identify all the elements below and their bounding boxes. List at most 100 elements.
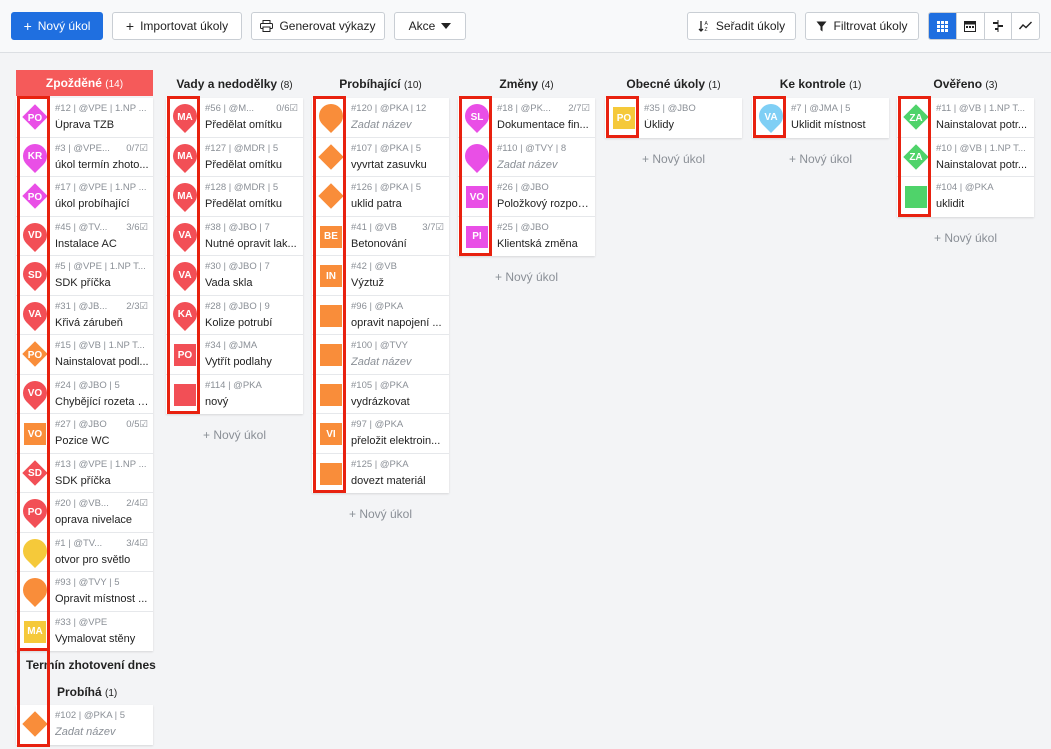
add-task-link[interactable]: + Nový úkol	[788, 151, 853, 166]
task-meta: #126 | @PKA | 5	[351, 182, 422, 193]
task-name: uklid patra	[351, 198, 402, 210]
marker-abbr: VA	[764, 111, 778, 123]
calendar-view-button[interactable]	[957, 13, 985, 39]
task-meta: #107 | @PKA | 5	[351, 142, 422, 154]
task-name: Předělat omítku	[205, 198, 283, 210]
chart-view-button[interactable]	[1012, 13, 1039, 39]
task-meta: #35 | @JBO	[644, 103, 696, 114]
task-meta: #15 | @VB | 1.NP T...	[55, 340, 145, 351]
task-card[interactable]: KR#3 | @VPE...0/7☑úkol termín zhoto...	[16, 138, 153, 177]
task-card[interactable]: VA#31 | @JB...2/3☑Křivá zárubeň	[16, 296, 153, 335]
board-view-button[interactable]	[929, 13, 957, 39]
task-card[interactable]: PO#15 | @VB | 1.NP T...Nainstalovat podl…	[16, 335, 153, 375]
task-meta: #12 | @VPE | 1.NP ...	[55, 103, 147, 114]
gantt-icon	[992, 20, 1003, 32]
add-task-link[interactable]: + Nový úkol	[494, 270, 559, 284]
square-shape	[24, 620, 46, 643]
task-meta: #13 | @VPE | 1.NP ...	[55, 458, 147, 470]
marker-abbr: PO	[27, 112, 43, 124]
task-card[interactable]: SL#18 | @PK...2/7☑Dokumentace fin...	[458, 98, 595, 138]
task-card[interactable]: #126 | @PKA | 5 uklid patra	[312, 177, 449, 217]
task-card[interactable]: ZA#11 | @VB | 1.NP T...Nainstalovat potr…	[897, 98, 1034, 138]
caret-down-icon	[441, 23, 452, 29]
square-shape	[320, 423, 342, 445]
checklist-count: 3/7☑	[419, 221, 444, 233]
task-card[interactable]: SD#13 | @VPE | 1.NP ...SDK příčka	[16, 454, 153, 493]
import-tasks-button[interactable]: + Importovat úkoly	[112, 12, 242, 40]
task-card[interactable]: ZA#10 | @VB | 1.NP T...Nainstalovat potr…	[897, 138, 1034, 177]
column-header: Probíhající (10)	[312, 77, 449, 91]
task-name: Nainstalovat potr...	[936, 119, 1028, 131]
pin-marker-icon: KR	[18, 138, 52, 173]
square-shape	[24, 423, 46, 445]
pin-marker-icon: KA	[168, 296, 202, 331]
add-task-link[interactable]: + Nový úkol	[933, 230, 998, 245]
square-marker-icon: VI	[319, 420, 343, 448]
column-count: (8)	[280, 80, 293, 91]
task-card[interactable]: VD#45 | @TV...3/6☑Instalace AC	[16, 217, 153, 256]
svg-text:A: A	[704, 21, 708, 27]
square-shape	[613, 107, 635, 129]
task-card[interactable]: PO#12 | @VPE | 1.NP ...Úprava TZB	[16, 98, 153, 138]
task-meta: #128 | @MDR | 5	[205, 182, 279, 193]
task-card[interactable]: PO#17 | @VPE | 1.NP ...úkol probíhající	[16, 177, 153, 217]
column-title-text: Probíhající	[339, 77, 401, 91]
marker-abbr: MA	[177, 111, 193, 123]
task-card[interactable]: MA#56 | @M...0/6☑Předělat omítku	[166, 98, 303, 138]
gantt-view-button[interactable]	[985, 13, 1013, 39]
checklist-count: 2/4☑	[123, 498, 148, 509]
pin-marker-icon: VA	[168, 257, 202, 291]
marker-abbr: BE	[324, 231, 338, 242]
task-card[interactable]: #1 | @TV...3/4☑otvor pro světlo	[16, 533, 153, 572]
actions-dropdown[interactable]: Akce	[394, 12, 466, 40]
task-meta: #120 | @PKA | 12	[351, 103, 427, 114]
task-card[interactable]: SD#5 | @VPE | 1.NP T...SDK příčka	[16, 256, 153, 296]
generate-reports-button[interactable]: Generovat výkazy	[251, 12, 385, 40]
marker-abbr: VD	[28, 230, 42, 241]
checklist-count: 0/5☑	[123, 419, 148, 430]
add-task-link[interactable]: + Nový úkol	[641, 151, 706, 166]
task-meta: #114 | @PKA	[205, 379, 262, 391]
diamond-marker-icon: PO	[22, 183, 48, 211]
square-marker-icon: MA	[23, 618, 47, 646]
filter-tasks-button[interactable]: Filtrovat úkoly	[805, 12, 919, 40]
task-card[interactable]: PO#20 | @VB...2/4☑oprava nivelace	[16, 493, 153, 533]
task-meta: #11 | @VB | 1.NP T...	[936, 103, 1026, 114]
new-task-button[interactable]: + Nový úkol	[11, 12, 103, 40]
section-running-title: Probíhá (1)	[57, 685, 117, 699]
add-task-link[interactable]: + Nový úkol	[348, 507, 413, 521]
add-task-link[interactable]: + Nový úkol	[202, 428, 267, 442]
task-meta: #3 | @VPE...	[55, 142, 110, 154]
column-count: (1)	[849, 80, 862, 91]
task-meta: #93 | @TVY | 5	[55, 577, 120, 588]
task-meta: #1 | @TV...	[55, 537, 103, 549]
